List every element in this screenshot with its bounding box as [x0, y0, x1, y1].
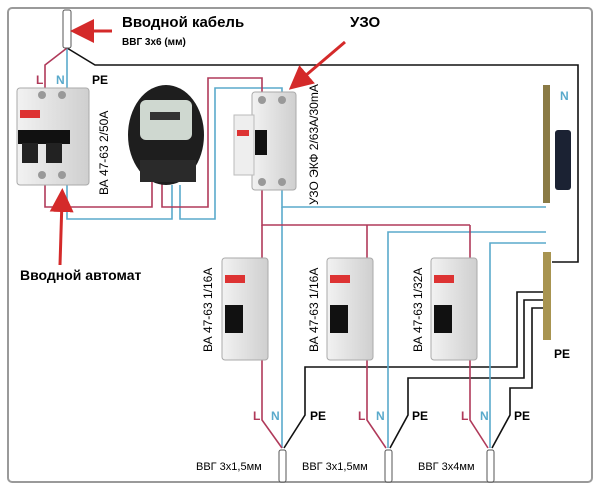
rcd-label: УЗО ЭКФ 2/63А/30mA: [307, 84, 321, 205]
svg-text:L: L: [358, 409, 365, 423]
main-breaker: [16, 87, 90, 186]
group-breaker-label: ВА 47-63 1/16А: [201, 268, 215, 352]
input-cable: [62, 9, 72, 49]
arrow-icon: [49, 188, 74, 266]
svg-text:N: N: [480, 409, 489, 423]
svg-text:N: N: [376, 409, 385, 423]
cable-label: ВВГ 3х1,5мм: [302, 461, 368, 473]
group-breaker-2: [326, 257, 374, 361]
group-breaker-label: ВА 47-63 1/32А: [411, 268, 425, 352]
cable-label: ВВГ 3х1,5мм: [196, 461, 262, 473]
pe-wires: [66, 47, 579, 449]
output-cable: [278, 449, 287, 483]
input-cable-title: Вводной кабель: [122, 14, 244, 31]
main-breaker-label: ВА 47-63 2/50А: [97, 111, 111, 195]
svg-text:L: L: [461, 409, 468, 423]
pe-bus: [543, 252, 551, 340]
group-breaker-label: ВА 47-63 1/16А: [307, 268, 321, 352]
n-wires: [66, 48, 546, 448]
output-cable: [384, 449, 393, 483]
input-cable-spec: ВВГ 3х6 (мм): [122, 37, 186, 48]
group-wire-labels: L N PE L N PE L N PE: [253, 409, 530, 423]
label-l: L: [36, 73, 43, 87]
rcd-callout: УЗО: [350, 14, 381, 31]
pe-bus-label: PE: [554, 347, 570, 361]
svg-text:PE: PE: [310, 409, 326, 423]
arrow-icon: [288, 40, 346, 90]
label-pe: PE: [92, 73, 108, 87]
l-wires: [44, 47, 489, 449]
electricity-meter: [128, 85, 204, 185]
svg-text:PE: PE: [514, 409, 530, 423]
output-cable: [486, 449, 495, 483]
group-breaker-1: [221, 257, 269, 361]
svg-text:N: N: [271, 409, 280, 423]
rcd-device: [233, 91, 297, 191]
label-n: N: [56, 73, 65, 87]
svg-text:L: L: [253, 409, 260, 423]
main-breaker-callout: Вводной автомат: [20, 267, 141, 283]
svg-text:PE: PE: [412, 409, 428, 423]
n-bus: [543, 85, 571, 203]
group-breaker-3: [430, 257, 478, 361]
n-bus-label: N: [560, 89, 569, 103]
cable-label: ВВГ 3х4мм: [418, 461, 475, 473]
